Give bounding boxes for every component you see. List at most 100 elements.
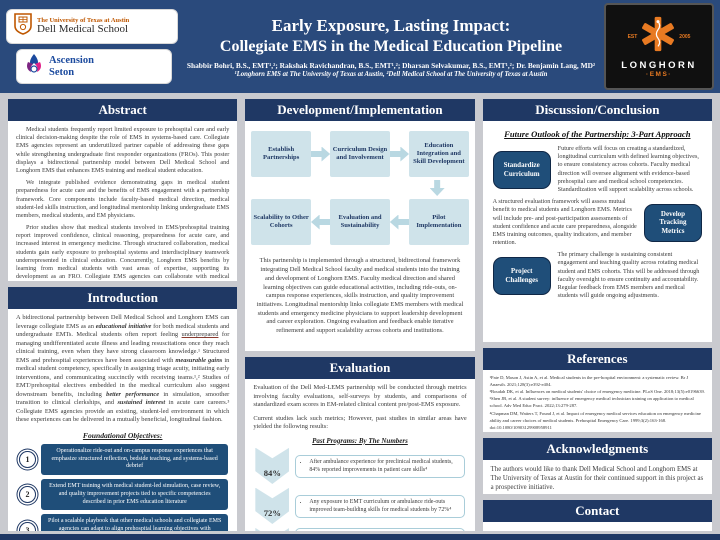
contact-body: Shabbir B: shabbir@utexas.edu, Rakshak R… (483, 522, 712, 531)
abstract-header: Abstract (8, 99, 238, 121)
stat-bullets-72: Any exposure to EMT curriculum or ambula… (295, 494, 465, 519)
chevron-67-icon: 67% (255, 527, 290, 531)
flow-row-1: Establish Partnerships Curriculum Design… (251, 131, 469, 177)
evaluation-paragraph-2: Current studies lack such metrics; Howev… (253, 414, 467, 431)
longhorn-year-label: 2005 (679, 33, 691, 40)
references-header: References (482, 348, 712, 370)
intro-em3: better performance (106, 390, 160, 398)
objective-row-3: 3 Pilot a scalable playbook that other m… (17, 514, 229, 531)
poster-title-line1: Early Exposure, Lasting Impact: (271, 15, 511, 35)
stat-row-67: 67% Increase in interest in EM as a care… (255, 527, 465, 531)
references-card: References ¹Pate D, Mason J, Astin A, et… (482, 348, 712, 432)
ascension-flame-icon (24, 53, 44, 80)
references-body: ¹Pate D, Mason J, Astin A, et al. Medica… (483, 370, 712, 432)
discussion-block-2-text: A structured evaluation framework will a… (492, 198, 637, 247)
discussion-block-1: Standardize Curriculum Future efforts wi… (492, 145, 702, 194)
poster-title-block: Early Exposure, Lasting Impact: Collegia… (182, 16, 600, 78)
arrow-left-icon (389, 214, 410, 230)
utexas-logo-text: The University of Texas at Austin Dell M… (37, 17, 129, 36)
flow-box-scalability: Scalability to Other Cohorts (251, 199, 311, 245)
dellmed-name: Dell Medical School (37, 23, 129, 36)
flow-down-arrow-row (251, 180, 468, 196)
evaluation-card: Evaluation Evaluation of the Dell Med-LE… (245, 357, 475, 531)
discussion-header: Discussion/Conclusion (482, 99, 712, 121)
abstract-paragraph-2: We integrate published evidence demonstr… (16, 179, 230, 219)
longhorn-name: LONGHORN (621, 60, 697, 71)
intro-seg3: for managing undifferentiated acute illn… (16, 331, 230, 364)
acknowledgments-text: The authors would like to thank Dell Med… (490, 466, 704, 492)
star-of-life-row: EST 2005 (628, 15, 691, 58)
discussion-body: Future Outlook of the Partnership: 3-Par… (483, 121, 712, 342)
stat-72-bullet-1: Any exposure to EMT curriculum or ambula… (309, 499, 458, 514)
reference-1: ¹Pate D, Mason J, Astin A, et al. Medica… (489, 375, 689, 388)
evaluation-header: Evaluation (245, 357, 475, 379)
utexas-name: The University of Texas at Austin (37, 17, 130, 25)
poster-columns: Abstract Medical students frequently rep… (8, 99, 712, 531)
objective-number-1: 1 (19, 450, 36, 468)
arrow-right-icon (389, 146, 410, 162)
objective-number-3: 3 (19, 521, 36, 531)
flow-box-establish-partnerships: Establish Partnerships (251, 131, 311, 177)
intro-seg2: for both medical students and undergradu… (16, 322, 230, 339)
abstract-paragraph-1: Medical students frequently report limit… (16, 126, 230, 174)
flow-box-pilot-implementation: Pilot Implementation (409, 199, 469, 245)
intro-seg5: in simulation, smoother transition to cl… (16, 390, 230, 407)
reference-5: ⁵Katzenbach T, Renee DM, Califfas GS, et… (490, 431, 705, 433)
intro-em4: sustained interest (117, 399, 166, 407)
objective-text-3: Pilot a scalable playbook that other med… (41, 514, 229, 531)
utexas-dellmed-logo: The University of Texas at Austin Dell M… (6, 9, 178, 44)
arrow-down-icon (429, 180, 445, 196)
intro-underline1: underprepared (181, 331, 219, 339)
objective-row-2: 2 Extend EMT training with medical stude… (17, 479, 229, 511)
intro-em2: measurable gains (175, 356, 223, 364)
chevron-84-icon: 84% (255, 447, 290, 485)
star-of-life-icon (639, 15, 677, 58)
flow-box-evaluation-sustainability: Evaluation and Sustainability (330, 199, 390, 245)
develop-tracking-metrics-box: Develop Tracking Metrics (643, 203, 702, 242)
discussion-block-3: Project Challenges The primary challenge… (492, 251, 702, 300)
flow-box-curriculum-design: Curriculum Design and Involvement (330, 131, 390, 177)
discussion-block-3-text: The primary challenge is sustaining cons… (557, 251, 700, 300)
intro-em1: educational initiative (95, 322, 152, 330)
longhorn-ems-logo: EST 2005 LONGHORN ·EMS· (604, 3, 714, 90)
introduction-header: Introduction (8, 287, 238, 309)
evaluation-paragraph-1: Evaluation of the Dell Med-LEMS partners… (253, 384, 467, 409)
abstract-body: Medical students frequently report limit… (8, 121, 237, 281)
right-column: Discussion/Conclusion Future Outlook of … (482, 99, 712, 531)
intro-seg1: A bidirectional partnership between Dell… (16, 314, 230, 330)
reference-2: ²Boudah DK, et al. Influences on medical… (489, 389, 705, 395)
authors-line: Shabbir Bohri, B.S., EMT¹,²; Rakshak Rav… (186, 60, 596, 70)
stat-bullets-67: Increase in interest in EM as a career f… (295, 527, 465, 531)
poster-title-line2: Collegiate EMS in the Medical Education … (219, 37, 563, 55)
development-paragraph: This partnership is implemented through … (256, 257, 464, 335)
chevron-72-icon: 72% (255, 487, 290, 525)
left-column: Abstract Medical students frequently rep… (8, 99, 238, 531)
arrow-left-icon (310, 214, 331, 230)
discussion-card: Discussion/Conclusion Future Outlook of … (482, 99, 712, 342)
contact-header: Contact (482, 500, 712, 522)
reference-3: ³Shen JB, et al. A student survey: influ… (489, 396, 694, 409)
acknowledgments-card: Acknowledgments The authors would like t… (482, 438, 712, 494)
objective-number-2: 2 (19, 486, 36, 504)
longhorn-ems-sub: ·EMS· (646, 71, 672, 78)
objectives-heading: Foundational Objectives: (82, 430, 163, 440)
middle-column: Development/Implementation Establish Par… (245, 99, 475, 531)
acknowledgments-header: Acknowledgments (482, 438, 712, 460)
abstract-card: Abstract Medical students frequently rep… (8, 99, 238, 281)
utexas-shield-icon (14, 13, 32, 40)
introduction-body: A bidirectional partnership between Dell… (8, 309, 237, 531)
stat-row-84: 84% After ambulance experience for precl… (255, 447, 465, 486)
objective-row-1: 1 Operationalize ride-out and on-campus … (17, 443, 229, 476)
evaluation-body: Evaluation of the Dell Med-LEMS partners… (245, 379, 474, 531)
discussion-block-2: A structured evaluation framework will a… (493, 198, 702, 247)
development-header: Development/Implementation (245, 99, 475, 121)
affiliations-line: ¹Longhorn EMS at The University of Texas… (234, 70, 548, 78)
introduction-card: Introduction A bidirectional partnership… (8, 287, 238, 531)
objective-text-1: Operationalize ride-out and on-campus re… (41, 443, 229, 476)
flowchart: Establish Partnerships Curriculum Design… (245, 121, 474, 247)
development-card: Development/Implementation Establish Par… (245, 99, 475, 351)
ascension-seton-logo: Ascension Seton (16, 49, 172, 84)
standardize-curriculum-box: Standardize Curriculum (492, 150, 551, 189)
acknowledgments-body: The authors would like to thank Dell Med… (483, 460, 712, 494)
